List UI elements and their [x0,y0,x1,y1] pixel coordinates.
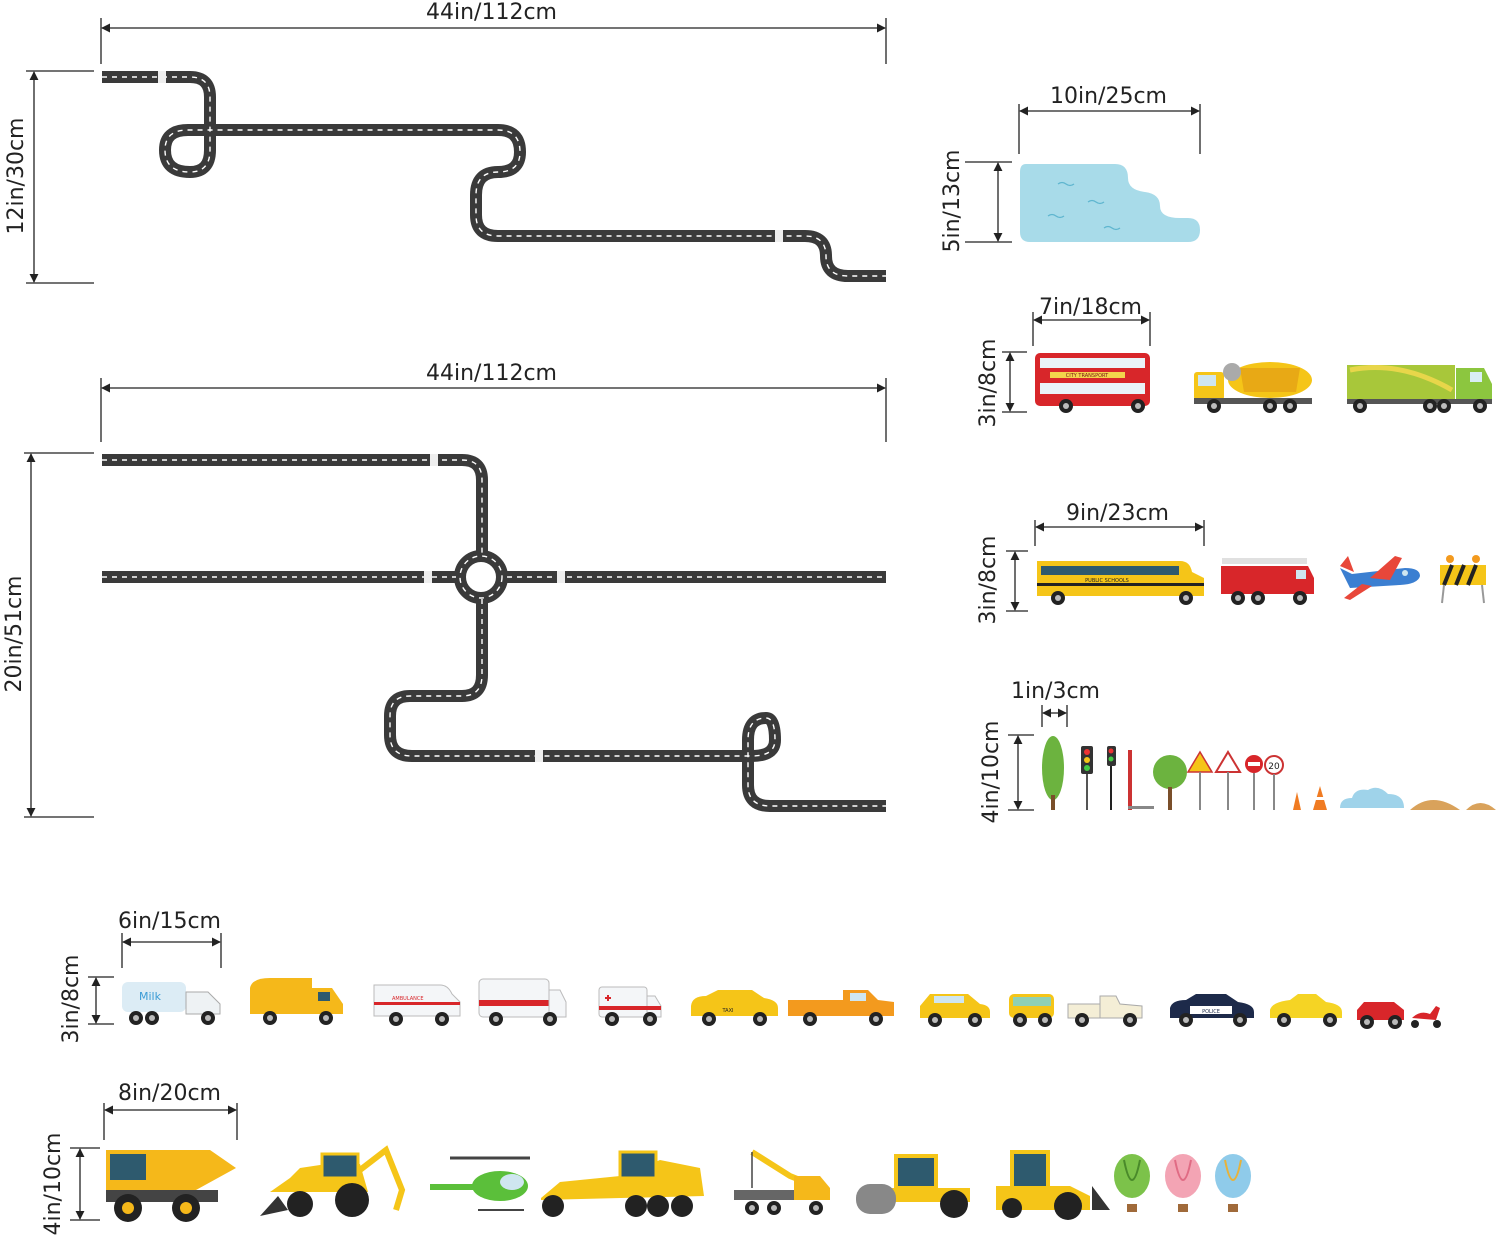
rescue-van-sticker [598,986,662,1026]
small-items-height-label: 4in/10cm [979,720,1004,824]
svg-text:POLICE: POLICE [1202,1009,1220,1015]
green-semi-truck-sticker [1347,365,1492,413]
bulldozer-sticker [996,1150,1110,1220]
sand-pile-sticker [1410,800,1460,810]
pond-sticker [1020,164,1200,242]
road2-height-label: 20in/51cm [2,575,27,693]
fire-truck-sticker [1221,558,1314,605]
dump-truck-sticker [106,1150,236,1222]
svg-text:20: 20 [1268,762,1280,772]
small-items-row: 20 [1042,736,1496,810]
red-car-sticker [1357,1002,1404,1029]
cars-row: Milk AMBULANCE [122,978,1441,1029]
tall-tree-sticker [1042,736,1064,810]
svg-text:AMBULANCE: AMBULANCE [392,996,424,1002]
schoolbus-row-height-label: 3in/8cm [976,535,1001,625]
police-car-sticker: POLICE [1170,994,1254,1027]
cloud-sticker [1340,787,1404,808]
milk-truck-sticker: Milk [122,982,221,1025]
road1-width-label: 44in/112cm [426,0,557,25]
hot-air-balloon-pink-sticker [1165,1154,1201,1212]
vintage-truck-sticker [1067,995,1143,1027]
cars-row-width-label: 6in/15cm [118,909,221,934]
pickup-truck-sticker [788,990,894,1026]
svg-text:PUBLIC SCHOOLS: PUBLIC SCHOOLS [1085,578,1129,584]
hot-air-balloon-green-sticker [1114,1154,1150,1212]
road2-width-label: 44in/112cm [426,361,557,386]
bus-row-height-label: 3in/8cm [976,338,1001,428]
construction-row-height-label: 4in/10cm [41,1132,66,1236]
small-cone-sticker [1293,792,1301,810]
traffic-light-small-sticker [1107,746,1116,810]
double-decker-bus-sticker: CITY TRANSPORT [1035,353,1150,413]
road-strip-2 [102,454,886,812]
barrier-gate-sticker [1128,750,1154,810]
garbage-truck-sticker [250,978,343,1025]
cars-row-height-label: 3in/8cm [59,954,84,1044]
traffic-light-sticker [1081,746,1093,810]
ambulance-van-sticker: AMBULANCE [373,984,461,1026]
crane-truck-sticker [734,1149,830,1215]
round-tree-sticker [1153,755,1187,810]
hot-air-balloon-blue-sticker [1215,1154,1251,1212]
ambulance-truck-sticker [478,978,567,1026]
construction-row-width-label: 8in/20cm [118,1081,221,1106]
cement-mixer-sticker [1194,362,1312,413]
airplane-sticker [1340,556,1420,600]
no-entry-sign-sticker [1245,755,1263,810]
yellow-car-sticker [920,994,990,1027]
small-items-width-label: 1in/3cm [1011,679,1100,704]
construction-row [106,1145,1251,1222]
traffic-cone-sticker [1313,786,1327,810]
backhoe-loader-sticker [260,1145,406,1217]
taxi-sticker: TAXI [691,990,778,1026]
school-bus-sticker: PUBLIC SCHOOLS [1037,561,1204,605]
scooter-sticker [1411,1006,1441,1028]
warning-sign-sticker [1186,750,1214,810]
dimension-lines [24,18,1205,1221]
race-car-sticker [1270,994,1342,1027]
speed-limit-sign-sticker: 20 [1264,755,1284,810]
pond-height-label: 5in/13cm [940,149,965,253]
motor-grader-sticker [541,1150,704,1217]
svg-text:CITY TRANSPORT: CITY TRANSPORT [1066,373,1109,379]
small-bus-sticker [1009,994,1054,1027]
road-roller-sticker [856,1154,970,1218]
road-barrier-sticker [1440,555,1486,604]
svg-text:Milk: Milk [139,990,162,1003]
schoolbus-row-width-label: 9in/23cm [1066,501,1169,526]
helicopter-sticker [430,1156,530,1211]
roadwork-sign-sticker [1214,750,1242,810]
road1-height-label: 12in/30cm [4,117,29,235]
svg-text:TAXI: TAXI [722,1008,734,1014]
bus-row-width-label: 7in/18cm [1039,295,1142,320]
small-sand-pile-sticker [1466,803,1496,810]
pond-width-label: 10in/25cm [1050,84,1167,109]
road-strip-1 [102,71,886,282]
